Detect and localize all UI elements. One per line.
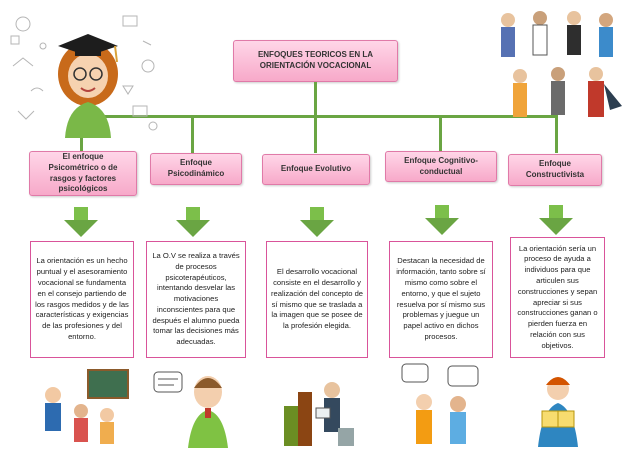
category-label: Enfoque Constructivista	[525, 159, 585, 179]
down-arrow-icon	[425, 205, 459, 235]
category-label: Enfoque Cognitivo-conductual	[404, 155, 478, 176]
counselor-reading-illustration	[284, 382, 354, 446]
description-box-constructivista: La orientación sería un proceso de ayuda…	[510, 237, 605, 358]
down-arrow-icon	[539, 205, 573, 235]
connector-branch-4	[439, 115, 442, 153]
category-label: Enfoque Psicodinámico	[167, 158, 225, 178]
category-box-constructivista: Enfoque Constructivista	[508, 154, 602, 186]
teacher-students-illustration	[45, 369, 129, 444]
connector-branch-3	[314, 115, 317, 153]
connector-horizontal	[80, 115, 558, 118]
description-box-evolutivo: El desarrollo vocacional consiste en el …	[266, 241, 368, 358]
down-arrow-icon	[176, 207, 210, 237]
description-box-cognitivo-conductual: Destacan la necesidad de información, ta…	[389, 241, 493, 358]
description-box-psicodinamico: La O.V se realiza a través de procesos p…	[146, 241, 246, 358]
description-text: La O.V se realiza a través de procesos p…	[152, 250, 240, 347]
thinking-man-illustration	[153, 371, 228, 448]
category-box-psicometrico: El enfoque Psicométrico o de rasgos y fa…	[29, 151, 137, 196]
graduate-cartoon-illustration	[10, 15, 158, 138]
category-box-evolutivo: Enfoque Evolutivo	[262, 154, 370, 185]
connector-trunk	[314, 82, 317, 116]
connector-branch-2	[191, 115, 194, 153]
description-text: La orientación sería un proceso de ayuda…	[517, 243, 598, 350]
title-box: ENFOQUES TEORICOS EN LA ORIENTACIÓN VOCA…	[233, 40, 398, 82]
category-label: El enfoque Psicométrico o de rasgos y fa…	[48, 151, 118, 194]
students-dialogue-illustration	[401, 363, 479, 444]
reading-student-illustration	[538, 377, 578, 447]
diagram-title: ENFOQUES TEORICOS EN LA ORIENTACIÓN VOCA…	[257, 50, 374, 70]
connector-branch-5	[555, 115, 558, 153]
down-arrow-icon	[300, 207, 334, 237]
description-text: El desarrollo vocacional consiste en el …	[270, 267, 364, 331]
professionals-group-illustration	[501, 11, 622, 117]
description-text: La orientación es un hecho puntual y el …	[35, 256, 129, 341]
description-box-psicometrico: La orientación es un hecho puntual y el …	[30, 241, 134, 358]
down-arrow-icon	[64, 207, 98, 237]
category-box-cognitivo-conductual: Enfoque Cognitivo-conductual	[385, 151, 497, 182]
category-label: Enfoque Evolutivo	[280, 164, 352, 174]
description-text: Destacan la necesidad de información, ta…	[396, 256, 486, 341]
category-box-psicodinamico: Enfoque Psicodinámico	[150, 153, 242, 185]
